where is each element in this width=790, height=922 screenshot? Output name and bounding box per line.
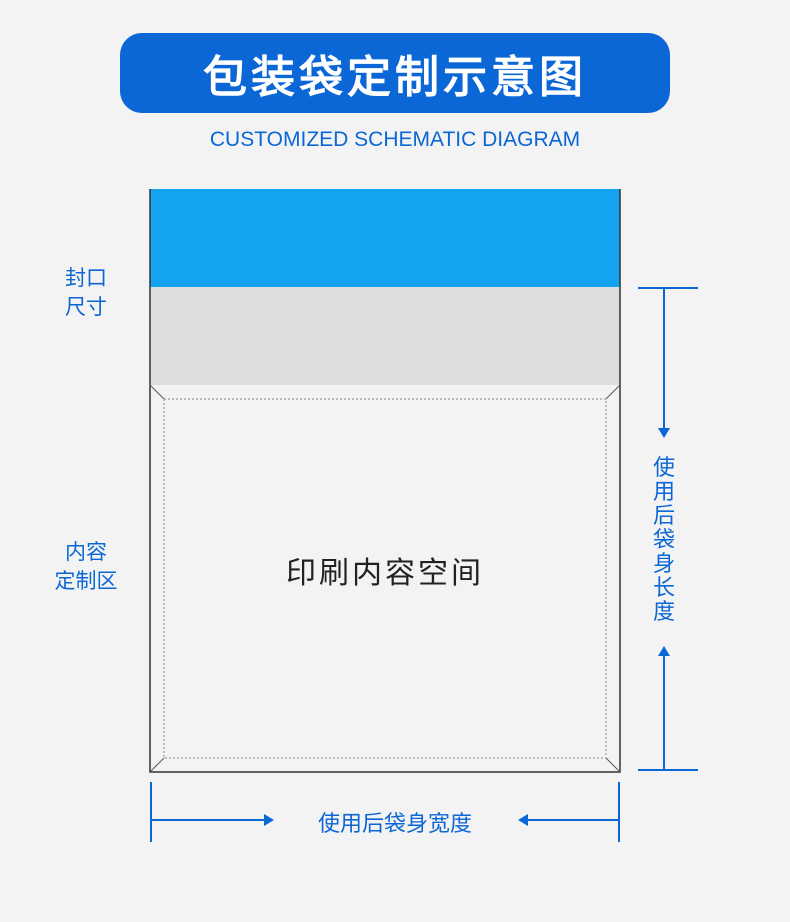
print-space-label: 印刷内容空间 <box>286 556 484 591</box>
seal-size-label: 封口 尺寸 <box>40 264 132 322</box>
seal-strip <box>150 189 620 287</box>
fold-line-left <box>149 384 165 400</box>
fold-line-bottom-left <box>149 757 165 773</box>
title-banner: 包装袋定制示意图 <box>120 33 670 113</box>
fold-line-bottom-right <box>605 757 621 773</box>
width-dimension <box>150 782 620 842</box>
usable-length-label: 使用后袋身长度 <box>652 456 675 625</box>
print-area-text: 内容 定制区 <box>54 540 118 593</box>
bag-outline <box>149 189 621 773</box>
fold-line-right <box>605 384 621 400</box>
page-title: 包装袋定制示意图 <box>203 52 587 103</box>
flap-area <box>150 287 620 385</box>
usable-width-label: 使用后袋身宽度 <box>317 812 472 837</box>
page-subtitle: CUSTOMIZED SCHEMATIC DIAGRAM <box>209 128 581 151</box>
print-area-label: 内容 定制区 <box>40 538 132 596</box>
length-dimension <box>638 287 698 771</box>
print-area-dotted <box>163 398 607 759</box>
seal-size-text: 封口 尺寸 <box>65 266 107 319</box>
